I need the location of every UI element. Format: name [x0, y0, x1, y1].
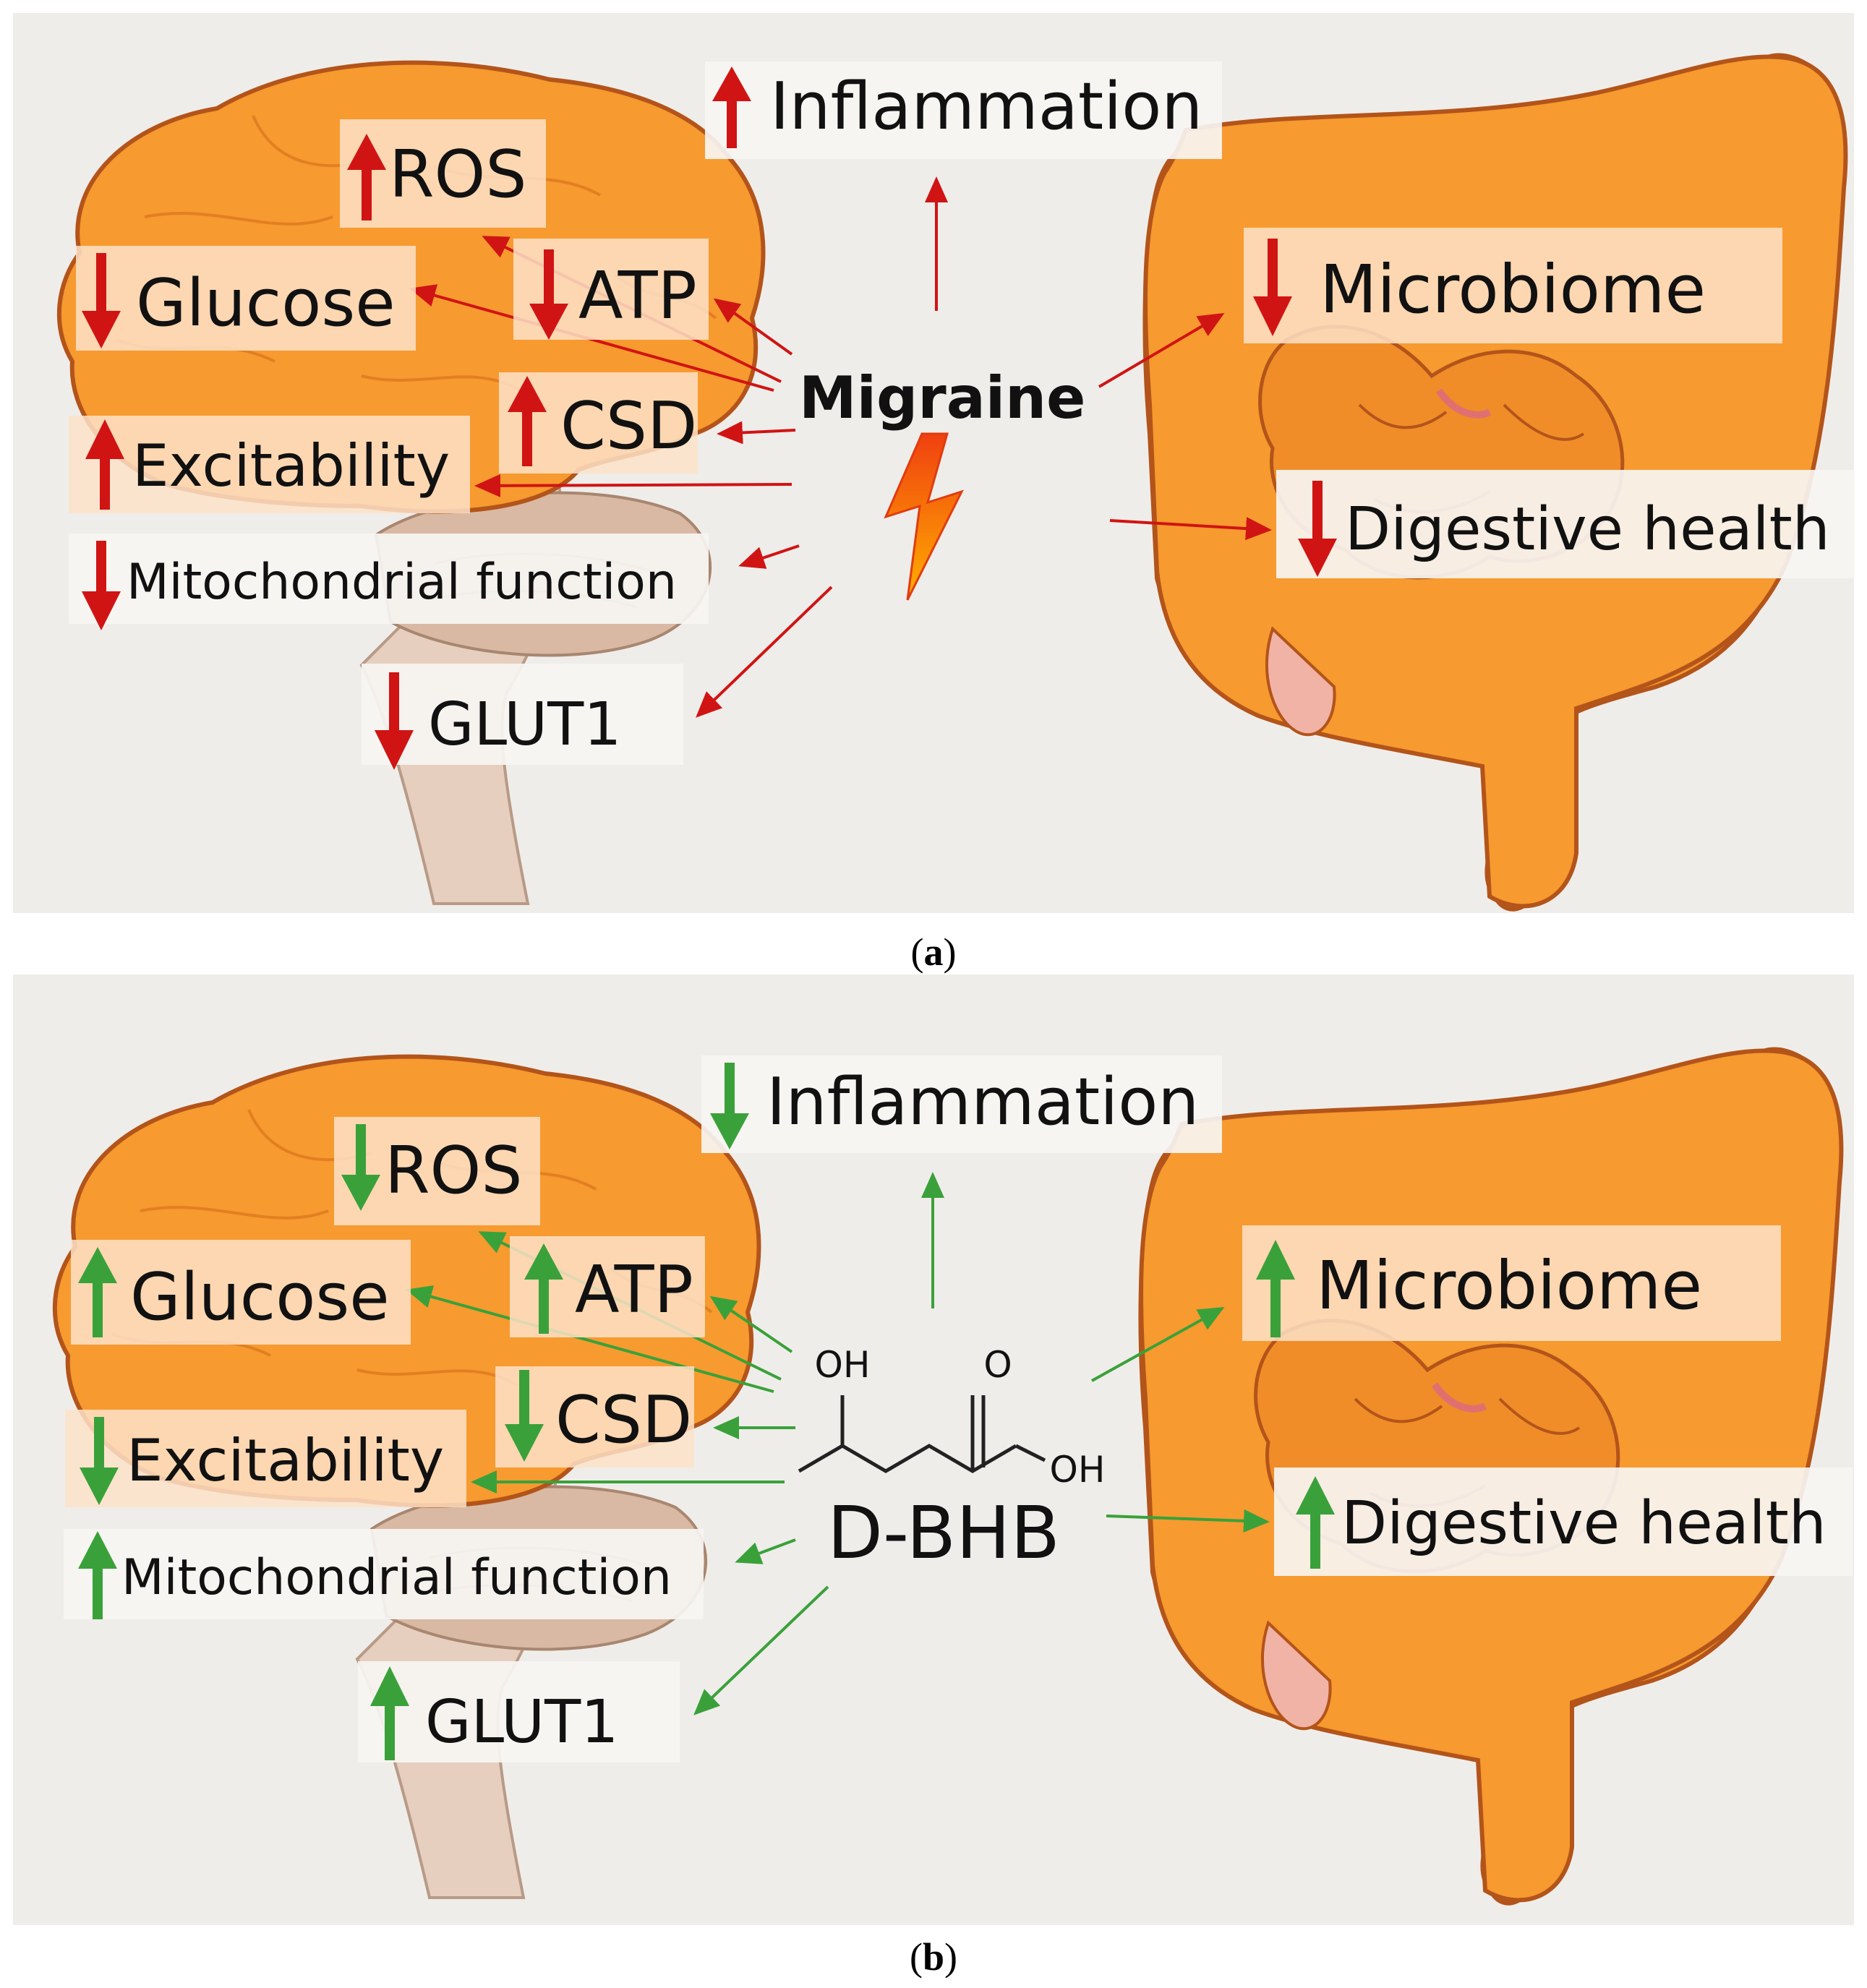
label-glut1: GLUT1: [358, 1661, 680, 1762]
arrow-to-glut1: [696, 586, 833, 718]
label-glucose: Glucose: [71, 1240, 411, 1345]
ros-label: ROS: [389, 137, 527, 213]
down-arrow-icon: [529, 249, 568, 340]
microbiome-label: Microbiome: [1316, 1247, 1702, 1324]
arrow-to-mito: [738, 544, 800, 569]
label-digestive: Digestive health: [1276, 470, 1855, 578]
digestive-label: Digestive health: [1345, 495, 1830, 564]
up-arrow-icon: [1296, 1476, 1335, 1569]
molecule-oh-top: OH: [815, 1344, 871, 1386]
lightning-bolt-icon: [884, 432, 964, 601]
arrow-to-csd: [717, 421, 796, 445]
migraine-label: Migraine: [799, 364, 1085, 432]
atp-label: ATP: [578, 258, 697, 334]
up-arrow-icon: [524, 1243, 563, 1334]
arrow-to-mito: [735, 1538, 796, 1564]
label-inflammation: Inflammation: [705, 61, 1222, 159]
up-arrow-icon: [370, 1666, 409, 1760]
label-mito: Mitochondrial function: [69, 534, 709, 630]
up-arrow-icon: [508, 376, 547, 466]
csd-label: CSD: [560, 388, 697, 464]
label-atp: ATP: [513, 239, 709, 340]
label-atp: ATP: [510, 1236, 705, 1337]
down-arrow-icon: [80, 1417, 119, 1505]
microbiome-label: Microbiome: [1320, 251, 1706, 328]
label-excitability: Excitability: [65, 1410, 466, 1507]
d-bhb-structure: OH O OH: [798, 1344, 1106, 1491]
caption-b: (b): [910, 1935, 957, 1979]
label-digestive: Digestive health: [1274, 1468, 1853, 1576]
mito-label: Mitochondrial function: [127, 554, 677, 611]
label-glucose: Glucose: [76, 246, 416, 351]
up-arrow-icon: [78, 1247, 117, 1337]
up-arrow-icon: [85, 419, 124, 510]
label-microbiome: Microbiome: [1244, 228, 1782, 343]
mito-label: Mitochondrial function: [121, 1549, 672, 1606]
arrow-to-excitability: [474, 474, 792, 497]
ros-label: ROS: [385, 1133, 523, 1209]
down-arrow-icon: [375, 672, 414, 770]
arrow-to-atp: [709, 1295, 793, 1353]
down-arrow-icon: [82, 253, 121, 348]
label-excitability: Excitability: [69, 416, 470, 513]
down-arrow-icon: [1253, 239, 1292, 336]
csd-label: CSD: [555, 1382, 692, 1458]
label-inflammation: Inflammation: [701, 1055, 1222, 1153]
label-glut1: GLUT1: [362, 664, 683, 770]
arrow-to-microbiome: [1091, 1307, 1225, 1382]
up-arrow-icon: [78, 1531, 117, 1619]
caption-a: (a): [911, 930, 957, 974]
label-microbiome: Microbiome: [1242, 1225, 1781, 1341]
up-arrow-icon: [1256, 1240, 1295, 1337]
label-ros: ROS: [334, 1117, 540, 1225]
glut1-label: GLUT1: [425, 1688, 618, 1757]
label-csd: CSD: [499, 372, 698, 474]
label-csd: CSD: [495, 1366, 694, 1468]
arrow-to-glucose: [406, 1285, 774, 1393]
glut1-label: GLUT1: [428, 690, 621, 759]
molecule-oh-right: OH: [1050, 1449, 1106, 1491]
inflammation-label: Inflammation: [770, 69, 1202, 145]
panel-a: Inflammation ROS Glucose ATP CSD Excitab…: [13, 13, 1855, 974]
down-arrow-icon: [341, 1124, 380, 1211]
atp-label: ATP: [575, 1252, 693, 1328]
arrow-to-atp: [713, 298, 793, 356]
glucose-label: Glucose: [136, 265, 396, 341]
down-arrow-icon: [710, 1063, 749, 1149]
down-arrow-icon: [505, 1370, 544, 1462]
excitability-label: Excitability: [127, 1427, 444, 1494]
down-arrow-icon: [1298, 481, 1337, 577]
down-arrow-icon: [82, 541, 121, 630]
panel-b: Inflammation ROS Glucose ATP CSD Excitab…: [13, 974, 1854, 1979]
arrow-to-digestive: [1106, 1509, 1270, 1533]
arrow-to-microbiome: [1098, 312, 1225, 388]
label-ros: ROS: [340, 119, 546, 228]
digestive-label: Digestive health: [1341, 1489, 1827, 1558]
d-bhb-label: D-BHB: [827, 1491, 1060, 1575]
label-mito: Mitochondrial function: [64, 1529, 704, 1619]
up-arrow-icon: [347, 134, 386, 220]
up-arrow-icon: [712, 67, 751, 148]
arrow-to-digestive: [1109, 517, 1272, 541]
inflammation-label: Inflammation: [766, 1064, 1199, 1140]
excitability-label: Excitability: [132, 432, 450, 500]
glucose-label: Glucose: [130, 1259, 390, 1335]
molecule-o-top: O: [983, 1344, 1012, 1386]
arrow-to-glut1: [693, 1585, 829, 1715]
